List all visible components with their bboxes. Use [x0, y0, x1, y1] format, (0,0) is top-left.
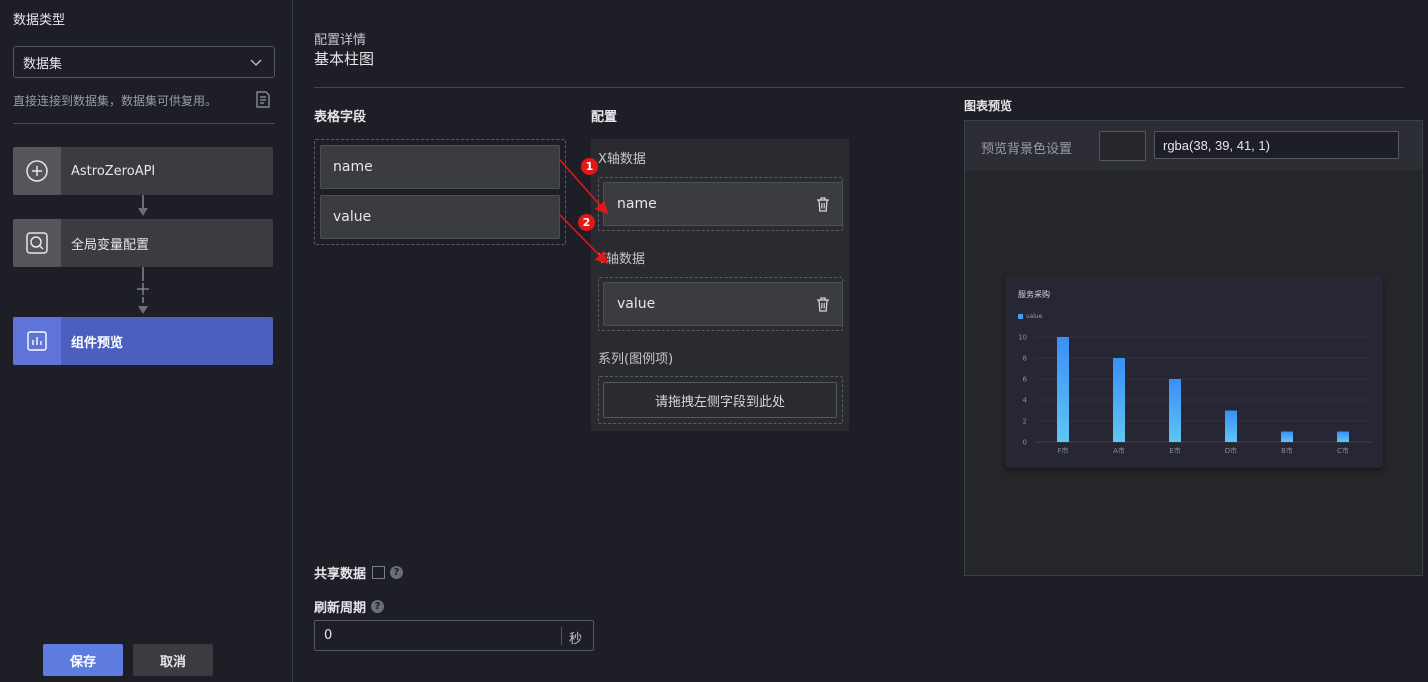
- x-tick-label: A市: [1113, 446, 1125, 455]
- arrow-down-icon: [138, 306, 148, 314]
- share-data-label: 共享数据: [314, 567, 367, 582]
- data-type-select[interactable]: 数据集: [13, 46, 275, 78]
- step-icon-box: [13, 317, 61, 365]
- y-tick-label: 0: [1023, 439, 1027, 447]
- bar: [1057, 337, 1069, 442]
- y-axis-label: Y轴数据: [598, 252, 645, 267]
- refresh-period-value: 0: [324, 628, 333, 643]
- config-chart-title: 基本柱图: [314, 50, 375, 68]
- data-type-select-value: 数据集: [23, 56, 63, 72]
- legend-swatch: [1018, 314, 1023, 319]
- refresh-period-unit: 秒: [569, 632, 583, 647]
- preview-bg-color-swatch[interactable]: [1099, 131, 1146, 161]
- y-axis-field-label: value: [617, 296, 656, 312]
- series-drop-hint[interactable]: 请拖拽左侧字段到此处: [603, 382, 837, 418]
- cancel-button[interactable]: 取消: [133, 644, 213, 676]
- step-connector: [142, 195, 144, 209]
- chevron-down-icon: [250, 59, 262, 66]
- input-divider: [561, 627, 562, 645]
- search-variable-icon: [26, 232, 48, 254]
- chart-title: 服务采购: [1018, 290, 1050, 299]
- chart-preview-title: 图表预览: [964, 99, 1013, 113]
- series-label: 系列(图例项): [598, 352, 674, 367]
- main-divider: [314, 87, 1404, 88]
- add-step-icon[interactable]: [135, 281, 151, 297]
- trash-icon[interactable]: [816, 197, 830, 212]
- data-type-title: 数据类型: [13, 13, 66, 28]
- series-drop-zone[interactable]: [598, 376, 843, 424]
- x-tick-label: E市: [1169, 446, 1180, 455]
- y-axis-field[interactable]: value: [603, 282, 843, 326]
- chart-icon: [27, 331, 47, 351]
- step-astrozero-api[interactable]: AstroZeroAPI: [13, 147, 273, 195]
- y-tick-label: 10: [1018, 334, 1027, 342]
- refresh-period-row: 刷新周期 ?: [314, 597, 385, 616]
- help-icon[interactable]: ?: [390, 566, 404, 579]
- help-icon[interactable]: ?: [371, 600, 385, 613]
- bar: [1169, 379, 1181, 442]
- preview-bg-settings: 预览背景色设置: [965, 121, 1422, 170]
- y-tick-label: 4: [1023, 397, 1028, 405]
- config-section-title: 配置: [591, 110, 618, 125]
- x-tick-label: D市: [1225, 446, 1237, 455]
- field-item-value[interactable]: value: [320, 195, 560, 239]
- y-tick-label: 6: [1023, 376, 1028, 384]
- x-axis-field-label: name: [617, 196, 657, 212]
- bar: [1113, 358, 1125, 442]
- table-fields-title: 表格字段: [314, 110, 367, 125]
- document-info-icon[interactable]: [255, 91, 271, 108]
- arrow-down-icon: [138, 208, 148, 216]
- x-tick-label: C市: [1337, 446, 1349, 455]
- plus-circle-icon: [26, 160, 48, 182]
- preview-bg-label: 预览背景色设置: [981, 142, 1073, 157]
- save-button[interactable]: 保存: [43, 644, 123, 676]
- x-tick-label: F市: [1057, 446, 1068, 455]
- left-divider: [13, 123, 275, 124]
- refresh-period-label: 刷新周期: [314, 601, 367, 616]
- x-tick-label: B市: [1281, 446, 1293, 455]
- step-icon-box: [13, 219, 61, 267]
- preview-bg-color-input[interactable]: [1154, 131, 1399, 159]
- step-icon-box: [13, 147, 61, 195]
- config-detail-label: 配置详情: [314, 33, 367, 48]
- annotation-badge-2: 2: [578, 214, 595, 231]
- step-component-preview[interactable]: 组件预览: [13, 317, 273, 365]
- step-label: 全局变量配置: [71, 237, 150, 253]
- legend-label: value: [1026, 313, 1043, 320]
- panel-divider: [292, 0, 293, 682]
- step-global-variables[interactable]: 全局变量配置: [13, 219, 273, 267]
- field-item-name[interactable]: name: [320, 145, 560, 189]
- chart-legend[interactable]: value: [1018, 313, 1042, 320]
- trash-icon[interactable]: [816, 297, 830, 312]
- annotation-badge-1: 1: [581, 158, 598, 175]
- share-data-checkbox[interactable]: [372, 566, 386, 579]
- share-data-row: 共享数据 ?: [314, 563, 404, 582]
- x-axis-label: X轴数据: [598, 152, 646, 167]
- x-axis-field[interactable]: name: [603, 182, 843, 226]
- step-label: 组件预览: [71, 335, 124, 351]
- left-panel: 数据类型 数据集 直接连接到数据集，数据集可供复用。 AstroZeroAPI: [0, 0, 290, 682]
- y-tick-label: 8: [1023, 355, 1027, 363]
- bar: [1281, 431, 1293, 442]
- y-tick-label: 2: [1023, 418, 1027, 426]
- step-label: AstroZeroAPI: [71, 163, 156, 179]
- refresh-period-input[interactable]: 0 秒: [314, 620, 594, 651]
- data-type-hint: 直接连接到数据集，数据集可供复用。: [13, 94, 218, 108]
- bar: [1337, 431, 1349, 442]
- bar: [1225, 410, 1237, 442]
